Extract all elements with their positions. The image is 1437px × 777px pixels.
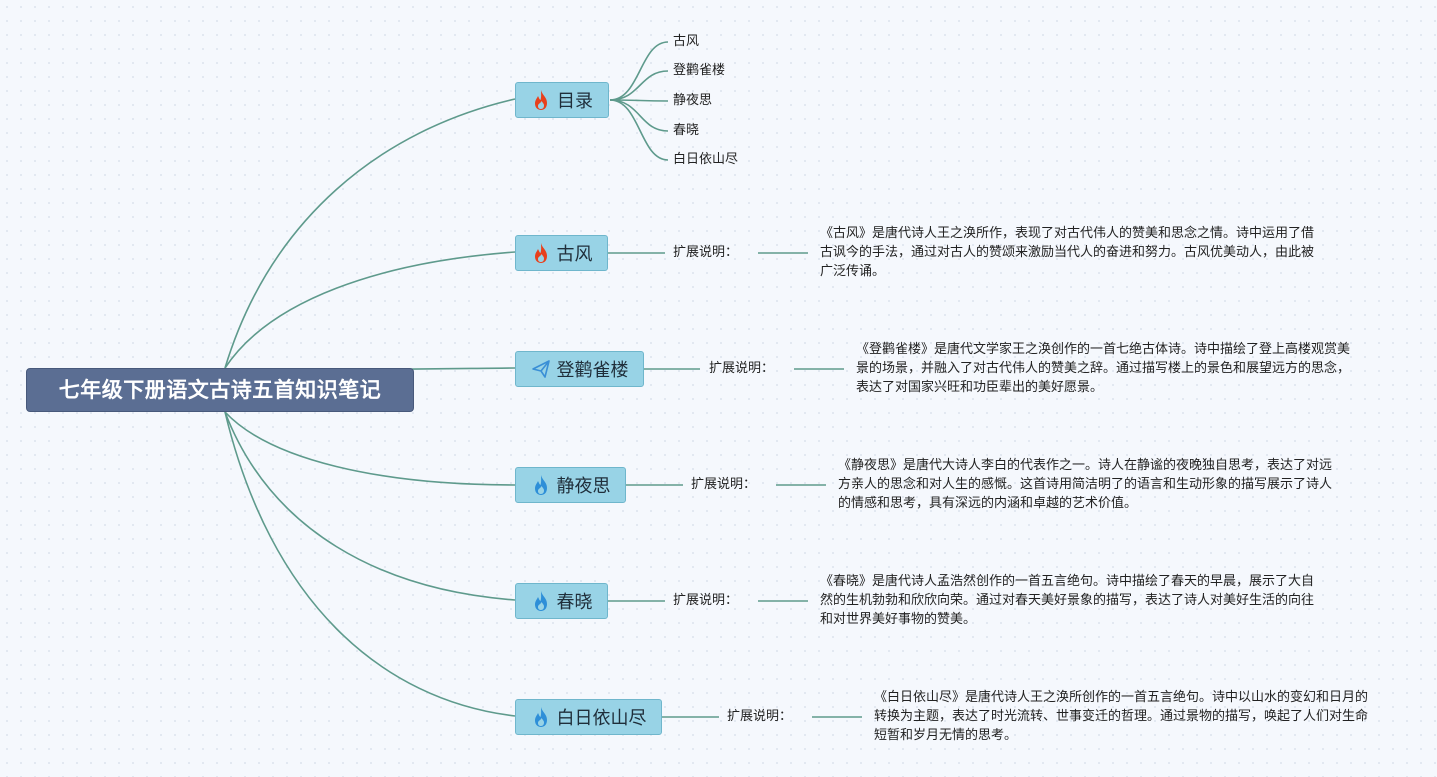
toc-item[interactable]: 古风	[673, 34, 700, 49]
connector-root-chunxiao	[224, 411, 516, 601]
toc-item[interactable]: 静夜思	[673, 93, 713, 108]
topic-toc[interactable]: 目录	[515, 82, 609, 118]
description-bairiyishanjin[interactable]: 《白日依山尽》是唐代诗人王之涣所创作的一首五言绝句。诗中以山水的变幻和日月的转换…	[874, 690, 1369, 743]
fire-blue-icon	[531, 706, 551, 728]
description-chunxiao[interactable]: 《春晓》是唐代诗人孟浩然创作的一首五言绝句。诗中描绘了春天的早晨，展示了大自然的…	[820, 574, 1315, 627]
topic-label: 春晓	[556, 592, 593, 613]
expand-label-dengquelou[interactable]: 扩展说明：	[709, 361, 775, 376]
expand-label-gufeng[interactable]: 扩展说明：	[673, 245, 739, 260]
topic-label: 静夜思	[556, 476, 611, 497]
fire-red-icon	[531, 242, 551, 264]
connector-toc-item-5	[609, 99, 669, 161]
fire-blue-icon	[531, 474, 551, 496]
connector-root-jingyesi	[224, 411, 516, 486]
fire-blue-icon	[531, 590, 551, 612]
topic-dengquelou[interactable]: 登鹳雀楼	[515, 351, 644, 387]
description-jingyesi[interactable]: 《静夜思》是唐代大诗人李白的代表作之一。诗人在静谧的夜晚独自思考，表达了对远方亲…	[838, 458, 1333, 511]
paper-plane-icon	[531, 358, 551, 380]
expand-label-bairiyishanjin[interactable]: 扩展说明：	[727, 709, 793, 724]
expand-label-chunxiao[interactable]: 扩展说明：	[673, 593, 739, 608]
topic-chunxiao[interactable]: 春晓	[515, 583, 608, 619]
topic-gufeng[interactable]: 古风	[515, 235, 608, 271]
toc-item[interactable]: 春晓	[673, 123, 700, 138]
connector-root-toc	[224, 98, 516, 369]
connector-root-bairiyishanjin	[224, 411, 516, 717]
expand-label-jingyesi[interactable]: 扩展说明：	[691, 477, 757, 492]
description-dengquelou[interactable]: 《登鹳雀楼》是唐代文学家王之涣创作的一首七绝古体诗。诗中描绘了登上高楼观赏美景的…	[856, 342, 1351, 395]
toc-item[interactable]: 登鹳雀楼	[673, 63, 726, 78]
root-node[interactable]: 七年级下册语文古诗五首知识笔记	[26, 368, 414, 412]
topic-jingyesi[interactable]: 静夜思	[515, 467, 626, 503]
connector-root-gufeng	[224, 251, 516, 369]
connector-toc-item-2	[609, 70, 669, 101]
topic-label: 目录	[557, 91, 593, 112]
connector-toc-item-4	[609, 99, 669, 132]
topic-label: 古风	[556, 244, 593, 265]
toc-item[interactable]: 白日依山尽	[673, 152, 739, 167]
description-gufeng[interactable]: 《古风》是唐代诗人王之涣所作，表现了对古代伟人的赞美和思念之情。诗中运用了借古讽…	[820, 226, 1315, 279]
topic-bairiyishanjin[interactable]: 白日依山尽	[515, 699, 662, 735]
topic-label: 白日依山尽	[556, 708, 647, 729]
connector-toc-item-1	[609, 41, 669, 101]
fire-red-icon	[531, 89, 551, 111]
topic-label: 登鹳雀楼	[556, 360, 629, 381]
